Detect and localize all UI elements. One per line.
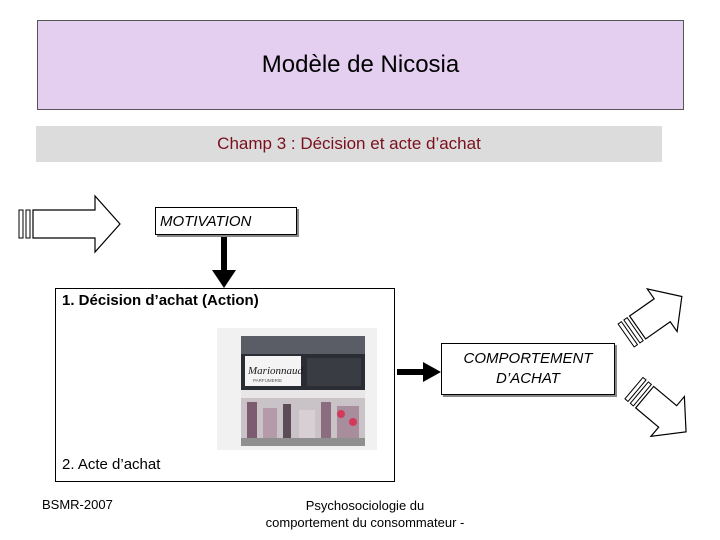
diagonal-down-arrow-icon <box>624 376 687 438</box>
store-sign-main: Marionnaud <box>247 365 304 377</box>
comportement-box: COMPORTEMENT D’ACHAT <box>441 343 615 395</box>
footer-center-line2: comportement du consommateur - <box>265 515 465 530</box>
input-arrow-icon <box>18 194 121 254</box>
diagonal-up-arrow-icon <box>617 288 683 348</box>
subtitle-box: Champ 3 : Décision et acte d’achat <box>36 126 662 162</box>
page-title: Modèle de Nicosia <box>261 51 460 78</box>
footer-left: BSMR-2007 <box>42 497 113 512</box>
acte-label: 2. Acte d’achat <box>62 456 161 473</box>
page-subtitle: Champ 3 : Décision et acte d’achat <box>217 134 481 153</box>
footer-center-line1: Psychosociologie du <box>305 498 425 513</box>
right-arrow-icon <box>397 362 441 382</box>
footer-center: Psychosociologie du comportement du cons… <box>240 497 490 531</box>
store-sign-sub: PARFUMERIE <box>253 378 282 383</box>
comportement-line1: COMPORTEMENT <box>463 350 593 367</box>
motivation-label: MOTIVATION <box>160 212 252 230</box>
down-arrow-icon <box>212 235 236 288</box>
decision-label: 1. Décision d’achat (Action) <box>62 292 259 309</box>
title-box: Modèle de Nicosia <box>37 20 684 110</box>
motivation-box: MOTIVATION <box>155 207 297 235</box>
store-photo-image: Marionnaud PARFUMERIE <box>217 328 377 450</box>
comportement-line2: D’ACHAT <box>496 370 560 387</box>
